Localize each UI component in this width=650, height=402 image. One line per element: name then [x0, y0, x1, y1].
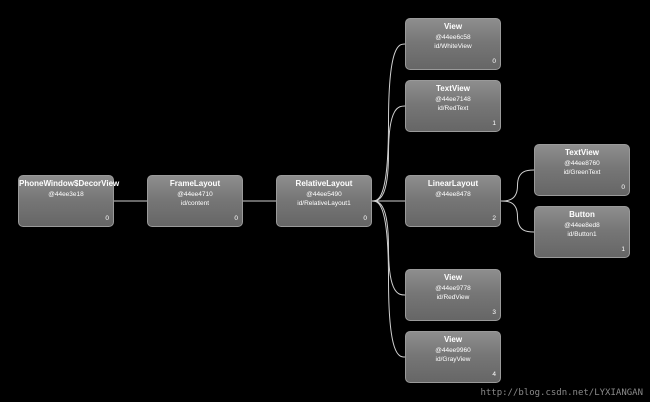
node-title: Button [569, 210, 595, 219]
node-title: View [443, 335, 463, 344]
node-title: FrameLayout [169, 179, 221, 188]
node-index: 3 [492, 309, 496, 316]
node-index: 0 [492, 58, 496, 65]
node-index: 1 [621, 246, 625, 253]
node-address: @44ee8ed8 [564, 222, 600, 229]
node-id: id/WhiteView [434, 43, 472, 50]
node-title: RelativeLayout [295, 179, 353, 188]
node-title: View [443, 273, 463, 282]
node-textview-greentext[interactable]: TextView @44ee8760 id/GreenText 0 [534, 144, 630, 196]
node-view-whiteview[interactable]: View @44ee6c58 id/WhiteView 0 [405, 18, 501, 70]
node-id: id/content [180, 200, 210, 207]
node-id: id/GrayView [435, 356, 471, 363]
node-view-redview[interactable]: View @44ee9778 id/RedView 3 [405, 269, 501, 321]
node-title: PhoneWindow$DecorView [19, 179, 120, 188]
edge-linear-to-green_text [500, 169, 535, 202]
node-address: @44ee9960 [435, 347, 471, 354]
node-id: id/RedText [437, 105, 469, 112]
node-title: View [443, 22, 463, 31]
watermark-url: http://blog.csdn.net/LYXIANGAN [480, 388, 643, 398]
node-address: @44ee8478 [435, 191, 471, 198]
node-id: id/Button1 [567, 231, 597, 238]
node-index: 0 [105, 215, 109, 222]
node-address: @44ee7148 [435, 96, 471, 103]
edge-linear-to-button1 [500, 200, 535, 233]
node-textview-redtext[interactable]: TextView @44ee7148 id/RedText 1 [405, 80, 501, 132]
node-view-grayview[interactable]: View @44ee9960 id/GrayView 4 [405, 331, 501, 383]
node-address: @44ee6c58 [435, 34, 471, 41]
node-index: 1 [492, 120, 496, 127]
node-title: TextView [565, 148, 599, 157]
node-address: @44ee4710 [177, 191, 213, 198]
node-index: 0 [363, 215, 367, 222]
node-id: id/GreenText [563, 169, 601, 176]
node-relativelayout[interactable]: RelativeLayout @44ee5490 id/RelativeLayo… [276, 175, 372, 227]
node-phonewindow-decorview[interactable]: PhoneWindow$DecorView @44ee3e18 0 [18, 175, 120, 227]
node-button-button1[interactable]: Button @44ee8ed8 id/Button1 1 [534, 206, 630, 258]
node-index: 4 [492, 371, 496, 378]
node-address: @44ee3e18 [48, 191, 84, 198]
node-index: 0 [621, 184, 625, 191]
edge-relative-to-white_view [371, 43, 406, 202]
node-title: LinearLayout [427, 179, 479, 188]
node-index: 0 [234, 215, 238, 222]
node-title: TextView [436, 84, 470, 93]
node-address: @44ee5490 [306, 191, 342, 198]
node-framelayout[interactable]: FrameLayout @44ee4710 id/content 0 [147, 175, 243, 227]
node-linearlayout[interactable]: LinearLayout @44ee8478 2 [405, 175, 501, 227]
node-index: 2 [492, 215, 496, 222]
node-address: @44ee9778 [435, 285, 471, 292]
node-address: @44ee8760 [564, 160, 600, 167]
edge-relative-to-red_text [371, 105, 406, 202]
node-id: id/RedView [436, 294, 470, 301]
edge-relative-to-gray_view [371, 200, 406, 358]
node-id: id/RelativeLayout1 [297, 200, 351, 207]
